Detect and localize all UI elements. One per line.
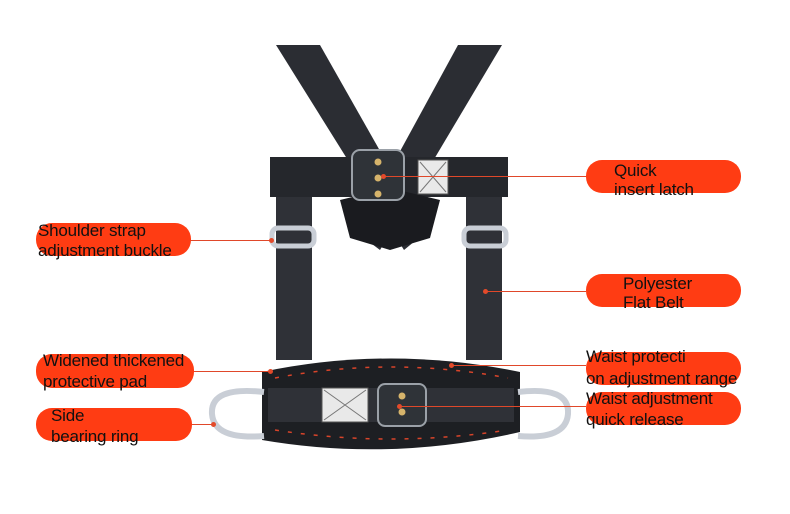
chest-strap-stitching xyxy=(419,161,447,193)
buckle-rivet xyxy=(398,408,406,416)
callout-waist-quick-release: Waist adjustment quick release xyxy=(586,389,741,429)
callout-line: Shoulder strap xyxy=(38,221,146,240)
ring-leader-dot xyxy=(211,422,216,427)
callout-line: bearing ring xyxy=(51,427,139,446)
range-leader-dot xyxy=(449,363,454,368)
right-vertical-strap xyxy=(466,190,502,360)
pad-leader-line xyxy=(194,371,270,372)
ring-leader-line xyxy=(192,424,214,425)
left-vertical-strap xyxy=(276,190,312,360)
right-side-d-ring xyxy=(517,388,572,440)
callout-line: adjustment buckle xyxy=(38,241,172,260)
callout-line: Side xyxy=(51,406,85,425)
belt-leader-line xyxy=(486,291,586,292)
buckle-rivet xyxy=(398,392,406,400)
left-adjustment-buckle xyxy=(269,225,317,249)
pad-leader-dot xyxy=(268,369,273,374)
callout-protective-pad: Widened thickened protective pad xyxy=(36,351,194,391)
release-leader-dot xyxy=(397,404,402,409)
callout-line: protective pad xyxy=(43,372,147,391)
callout-line: on adjustment range xyxy=(586,369,738,388)
left-side-d-ring xyxy=(208,388,265,440)
callout-line: Waist adjustment xyxy=(586,389,713,408)
belt-leader-dot xyxy=(483,289,488,294)
latch-rivet xyxy=(374,158,382,166)
callout-waist-protection-range: Waist protecti on adjustment range xyxy=(586,347,741,388)
buckle-leader-dot xyxy=(269,238,274,243)
latch-rivet xyxy=(374,190,382,198)
callout-line: Polyester xyxy=(623,274,693,293)
waist-pad-arrow-row-lower xyxy=(274,429,509,440)
release-leader-line xyxy=(400,406,586,407)
callout-line: insert latch xyxy=(614,180,694,199)
latch-leader-dot xyxy=(381,174,386,179)
range-leader-line xyxy=(452,365,586,366)
chest-center-plate xyxy=(340,188,440,250)
waist-quick-release-buckle xyxy=(377,383,427,427)
buckle-leader-line xyxy=(190,240,272,241)
callout-quick-insert-latch: Quick insert latch xyxy=(586,160,741,199)
callout-side-bearing-ring: Side bearing ring xyxy=(36,406,192,446)
callout-line: Widened thickened xyxy=(43,351,185,370)
callout-line: Waist protecti xyxy=(586,347,686,366)
latch-leader-line xyxy=(384,176,586,177)
right-adjustment-buckle xyxy=(461,225,509,249)
callout-line: quick release xyxy=(586,410,684,429)
callout-line: Flat Belt xyxy=(623,293,684,312)
callout-polyester-flat-belt: Polyester Flat Belt xyxy=(586,274,741,312)
callout-line: Quick xyxy=(614,161,657,180)
callout-shoulder-strap-buckle: Shoulder strap adjustment buckle xyxy=(36,221,191,260)
waist-patch-stitching xyxy=(323,389,367,421)
waist-pad-arrow-row xyxy=(274,366,509,379)
latch-rivet xyxy=(374,174,382,182)
